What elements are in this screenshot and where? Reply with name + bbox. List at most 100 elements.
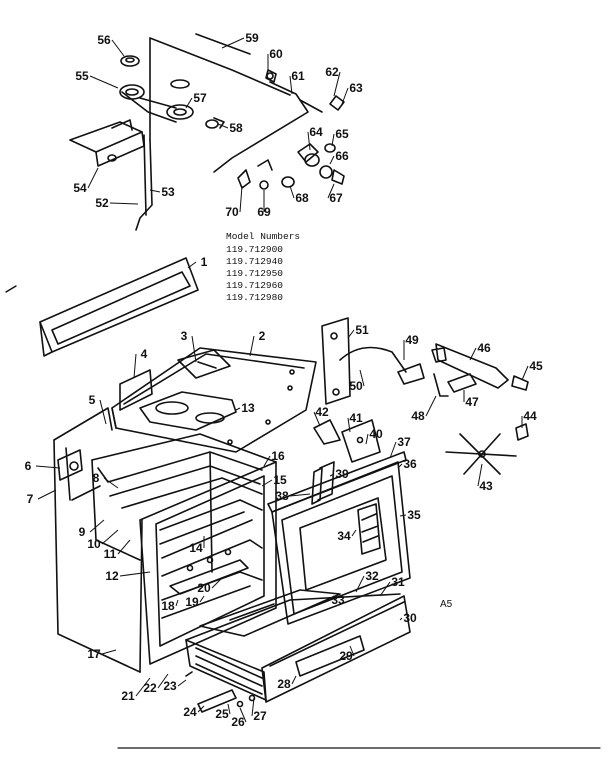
part-number-63: 63 [349,81,363,95]
part-number-21: 21 [121,689,135,703]
part-number-24: 24 [183,705,197,719]
part-number-41: 41 [349,411,363,425]
burner-assembly [69,33,345,231]
leader-line [191,335,197,363]
part-number-9: 9 [79,525,86,539]
leader-line [175,599,179,607]
leader-line [227,703,231,715]
broiler-drawer [185,589,411,713]
leader-line [101,529,119,545]
leader-line [89,519,105,533]
part-number-12: 12 [105,569,119,583]
leader-line [235,407,241,411]
leader-line [399,514,407,517]
leader-line [289,185,295,199]
part-number-47: 47 [465,395,479,409]
leader-line [261,479,273,487]
figure-code: A5 [440,599,453,610]
part-number-40: 40 [369,427,383,441]
leader-line [399,617,403,621]
leader-line [249,335,255,357]
part-number-4: 4 [141,347,148,361]
part-number-37: 37 [397,435,411,449]
part-number-15: 15 [273,473,287,487]
leader-line [379,581,391,597]
part-number-3: 3 [181,329,188,343]
leader-line [365,433,369,445]
leader-line [359,369,365,387]
part-number-19: 19 [185,595,199,609]
leader-line [119,571,151,577]
part-number-34: 34 [337,529,351,543]
part-number-14: 14 [189,541,203,555]
part-number-31: 31 [391,575,405,589]
leader-line [149,189,161,193]
leader-line [87,167,99,189]
leader-line [135,677,151,697]
leader-line [157,673,169,689]
control-parts [311,317,529,505]
part-number-13: 13 [241,401,255,415]
part-number-66: 66 [335,149,349,163]
part-number-36: 36 [403,457,417,471]
part-number-50: 50 [349,379,363,393]
leader-line [187,261,197,269]
part-number-57: 57 [193,91,207,105]
leader-line [117,539,131,555]
leader-line [347,417,351,433]
part-number-39: 39 [335,467,349,481]
model-number: 119.712950 [226,268,283,279]
model-numbers-block: Model Numbers 119.712900 119.712940 119.… [226,231,300,303]
leader-line [251,697,255,717]
leader-line [425,395,437,417]
part-number-56: 56 [97,33,111,47]
leader-line [397,463,403,469]
leader-line [329,473,335,477]
part-number-8: 8 [93,471,100,485]
leader-line [133,353,137,379]
part-number-27: 27 [253,709,267,723]
part-number-28: 28 [277,677,291,691]
part-number-53: 53 [161,185,175,199]
leader-line [341,87,349,105]
part-number-23: 23 [163,679,177,693]
corner-mark [5,285,17,293]
leader-line [217,123,229,129]
leader-line [101,649,117,655]
model-number: 119.712960 [226,280,283,291]
leader-line [177,679,187,687]
leader-line [355,575,365,593]
part-number-16: 16 [271,449,285,463]
model-numbers-heading: Model Numbers [226,231,300,242]
leader-line [109,202,139,205]
leader-line [89,75,119,89]
part-number-7: 7 [27,492,34,506]
leader-line [111,39,125,57]
part-number-20: 20 [197,581,211,595]
leader-line [389,441,397,459]
leader-line [307,131,311,151]
leader-line [331,133,335,147]
leader-line [291,675,297,685]
oven-door [267,451,411,625]
leader-line [37,489,57,500]
part-number-59: 59 [245,31,259,45]
part-number-54: 54 [73,181,87,195]
model-number: 119.712940 [226,256,283,267]
leader-line [317,599,331,605]
part-number-32: 32 [365,569,379,583]
part-number-67: 67 [329,191,343,205]
part-number-44: 44 [523,409,537,423]
top-panel [39,257,199,357]
part-number-11: 11 [104,547,117,561]
part-number-1: 1 [201,255,208,269]
leader-line [211,577,223,589]
part-number-68: 68 [295,191,309,205]
part-number-22: 22 [143,681,157,695]
part-number-48: 48 [411,409,425,423]
part-number-52: 52 [95,196,109,210]
leader-line [349,645,355,657]
cooktop [111,347,317,453]
part-number-17: 17 [87,647,101,661]
part-number-51: 51 [355,323,369,337]
